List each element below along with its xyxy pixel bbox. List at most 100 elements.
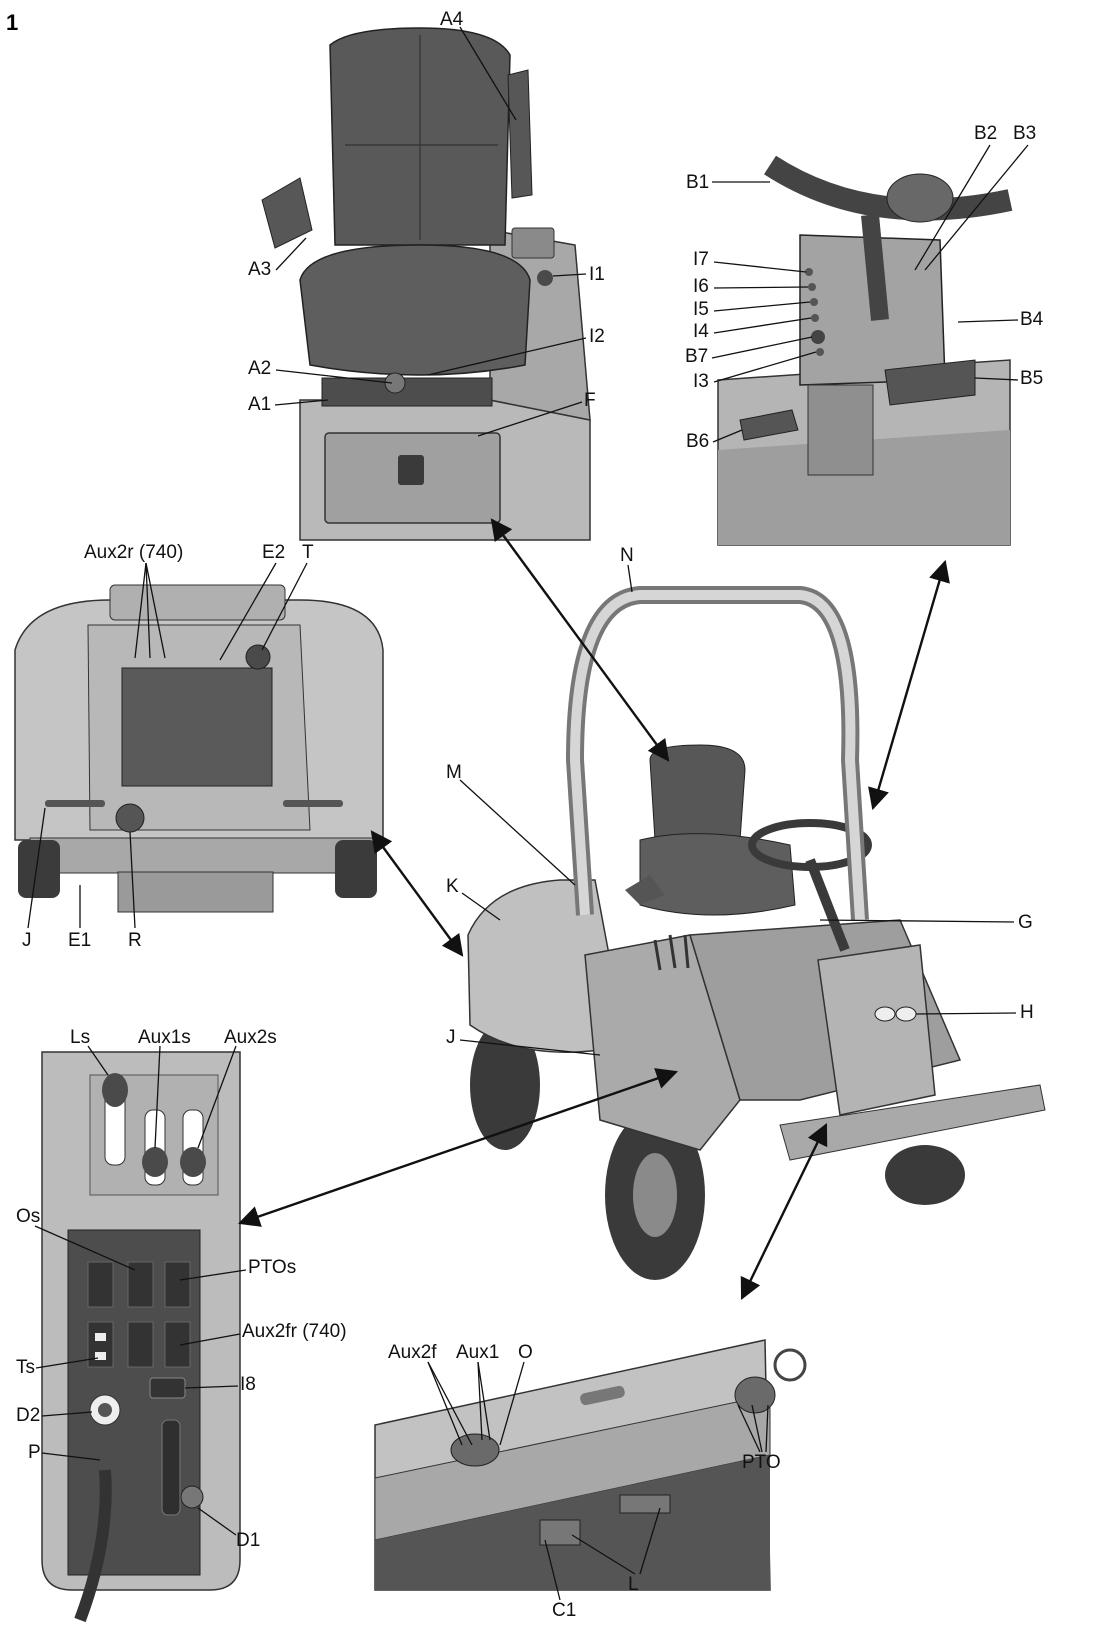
seat-adjust-knob <box>384 372 406 394</box>
label-b2: B2 <box>974 123 997 144</box>
label-a4: A4 <box>440 9 464 30</box>
seat-cushion <box>299 244 531 376</box>
rear-callouts: Aux2r (740) E2 T J E1 R <box>22 542 314 951</box>
rear-left-wheel <box>18 840 60 898</box>
label-aux1: Aux1 <box>456 1342 499 1363</box>
rear-top-grille-frame <box>109 584 286 621</box>
label-aux1s: Aux1s <box>138 1027 191 1048</box>
label-b5: B5 <box>1020 368 1043 389</box>
label-t: T <box>302 542 314 563</box>
front-right-wheel <box>885 1145 965 1205</box>
floor-tread <box>718 430 1010 545</box>
label-aux2r: Aux2r (740) <box>84 542 183 563</box>
steering-wheel <box>764 155 1013 221</box>
label-b3: B3 <box>1013 123 1036 144</box>
label-g: G <box>1018 912 1033 933</box>
control-callouts: Ls Aux1s Aux2s Os PTOs Aux2fr (740) Ts I… <box>16 1027 347 1551</box>
control-panel <box>41 1051 241 1623</box>
front-console <box>817 944 936 1116</box>
rear-socket <box>115 803 145 833</box>
steering-callouts: B1 B2 B3 I7 I6 I5 I4 B7 I3 B4 B5 B6 <box>685 123 1044 452</box>
rear-hitch-plate <box>117 871 274 913</box>
arrow-control-panel <box>237 1068 679 1227</box>
rear-right-wheel <box>335 840 377 898</box>
seat-callouts: A4 A3 A2 A1 I1 I2 F <box>248 9 605 437</box>
arrow-front-hitch <box>740 1123 828 1300</box>
label-i3: I3 <box>693 371 709 392</box>
lever-aux2s <box>180 1147 206 1177</box>
arrow-steering <box>868 559 950 811</box>
lever-ls <box>102 1073 128 1107</box>
label-p: P <box>28 1442 41 1463</box>
label-ls: Ls <box>70 1027 90 1048</box>
rear-panel <box>14 584 384 913</box>
label-a1: A1 <box>248 394 271 415</box>
figure-number: 1 <box>6 10 18 35</box>
seat-panel <box>261 27 591 541</box>
i1-indicator <box>537 270 553 286</box>
mower-main <box>467 586 1046 1280</box>
label-aux2s: Aux2s <box>224 1027 277 1048</box>
rear-grille <box>121 667 273 787</box>
label-aux2f: Aux2f <box>388 1342 437 1363</box>
rear-bumper <box>29 837 376 874</box>
steering-column-base <box>807 384 874 476</box>
label-b6: B6 <box>686 431 709 452</box>
arrow-rear <box>370 830 464 957</box>
label-i1: I1 <box>589 264 605 285</box>
label-k: K <box>446 876 459 897</box>
label-a2: A2 <box>248 358 271 379</box>
label-n: N <box>620 545 634 566</box>
label-i6: I6 <box>693 276 709 297</box>
label-ptos: PTOs <box>248 1257 296 1278</box>
d1-knob <box>180 1485 204 1509</box>
steering-panel <box>717 155 1013 546</box>
label-e2: E2 <box>262 542 285 563</box>
label-aux2fr: Aux2fr (740) <box>242 1321 347 1342</box>
label-e1: E1 <box>68 930 91 951</box>
label-d2: D2 <box>16 1405 40 1426</box>
label-f: F <box>584 390 596 411</box>
label-pto: PTO <box>742 1452 781 1473</box>
label-h: H <box>1020 1002 1034 1023</box>
label-b4: B4 <box>1020 309 1044 330</box>
label-i2: I2 <box>589 326 605 347</box>
label-a3: A3 <box>248 259 271 280</box>
label-d1: D1 <box>236 1530 260 1551</box>
left-armrest <box>261 177 313 249</box>
drive-pedal <box>884 359 976 406</box>
label-i8: I8 <box>240 1374 256 1395</box>
label-i5: I5 <box>693 299 709 320</box>
label-b7: B7 <box>685 346 708 367</box>
label-b1: B1 <box>686 172 709 193</box>
label-m: M <box>446 762 462 783</box>
mower-seat-back <box>649 744 746 841</box>
mower-seat-cushion <box>639 833 796 916</box>
label-i7: I7 <box>693 249 709 270</box>
label-c1: C1 <box>552 1600 576 1621</box>
label-j-rear: J <box>22 930 32 951</box>
front-hitch-panel <box>374 1339 807 1591</box>
steering-hub <box>886 173 954 223</box>
fuel-cap <box>245 644 271 670</box>
connection-arrows <box>237 518 950 1300</box>
seat-hinge-plate <box>511 227 555 259</box>
seat-slide-rail <box>321 377 493 407</box>
pto-couplers <box>734 1376 776 1414</box>
label-os: Os <box>16 1206 40 1227</box>
label-l: L <box>628 1574 639 1595</box>
label-ts: Ts <box>16 1357 35 1378</box>
power-cable <box>74 1469 112 1623</box>
right-armrest <box>507 69 533 199</box>
label-j-mower: J <box>446 1027 456 1048</box>
lever-aux1s <box>142 1147 168 1177</box>
hydraulic-couplers <box>450 1433 500 1467</box>
label-i4: I4 <box>693 321 709 342</box>
hitch-callouts: Aux2f Aux1 O PTO C1 L <box>388 1342 781 1621</box>
label-r: R <box>128 930 142 951</box>
compartment-latch <box>398 455 424 485</box>
b6-pedal <box>739 409 799 441</box>
label-o: O <box>518 1342 533 1363</box>
